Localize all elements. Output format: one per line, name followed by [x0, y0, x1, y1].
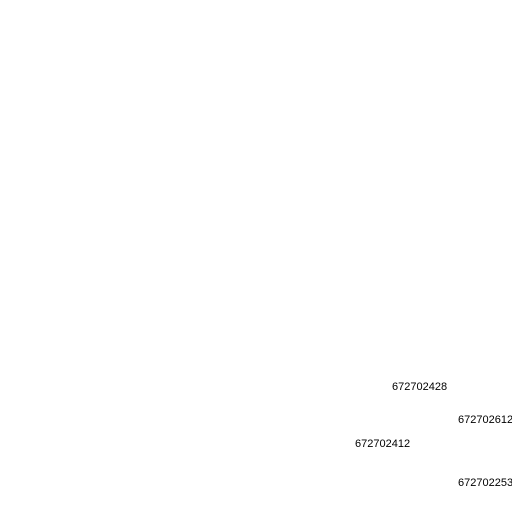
id-label: 672702253 [458, 477, 512, 489]
id-label: 672702428 [392, 381, 448, 393]
id-label: 672702612 [458, 414, 512, 426]
id-label: 672702412 [355, 438, 411, 450]
